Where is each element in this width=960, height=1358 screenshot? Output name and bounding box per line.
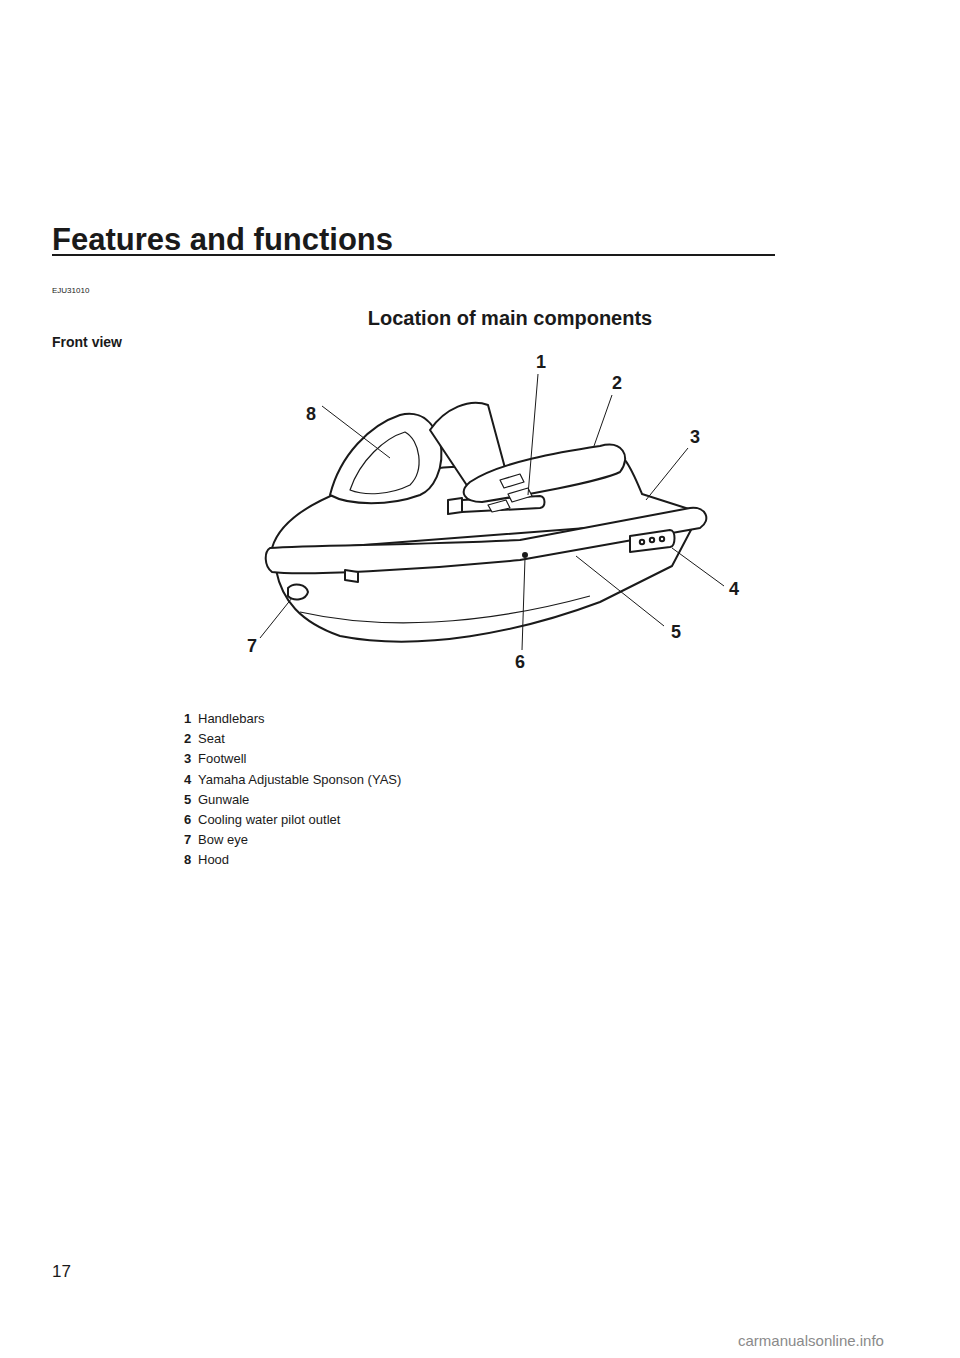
list-number: 2 bbox=[184, 732, 191, 747]
watermark: carmanualsonline.info bbox=[738, 1332, 884, 1349]
callout-number: 1 bbox=[536, 352, 546, 373]
callout-number: 6 bbox=[515, 652, 525, 673]
callout-number: 2 bbox=[612, 373, 622, 394]
part-name: Handlebars bbox=[198, 712, 265, 727]
callout-number: 5 bbox=[671, 622, 681, 643]
part-name: Footwell bbox=[198, 752, 246, 767]
part-name: Cooling water pilot outlet bbox=[198, 813, 340, 828]
list-number: 1 bbox=[184, 712, 191, 727]
part-name: Yamaha Adjustable Sponson (YAS) bbox=[198, 773, 401, 788]
list-number: 3 bbox=[184, 752, 191, 767]
list-number: 4 bbox=[184, 773, 191, 788]
page-number: 17 bbox=[52, 1262, 71, 1282]
watercraft-drawing bbox=[266, 403, 707, 642]
view-heading: Front view bbox=[52, 334, 122, 350]
callout-number: 4 bbox=[729, 579, 739, 600]
callout-number: 7 bbox=[247, 636, 257, 657]
list-number: 7 bbox=[184, 833, 191, 848]
callout-number: 3 bbox=[690, 427, 700, 448]
callout-number: 8 bbox=[306, 404, 316, 425]
list-number: 5 bbox=[184, 793, 191, 808]
section-code: EJU31010 bbox=[52, 286, 89, 295]
section-heading: Location of main components bbox=[368, 307, 652, 330]
list-number: 8 bbox=[184, 853, 191, 868]
part-name: Seat bbox=[198, 732, 225, 747]
part-name: Hood bbox=[198, 853, 229, 868]
list-number: 6 bbox=[184, 813, 191, 828]
part-name: Gunwale bbox=[198, 793, 249, 808]
leader-lines bbox=[260, 374, 724, 650]
part-name: Bow eye bbox=[198, 833, 248, 848]
page-header: Features and functions bbox=[52, 222, 393, 258]
